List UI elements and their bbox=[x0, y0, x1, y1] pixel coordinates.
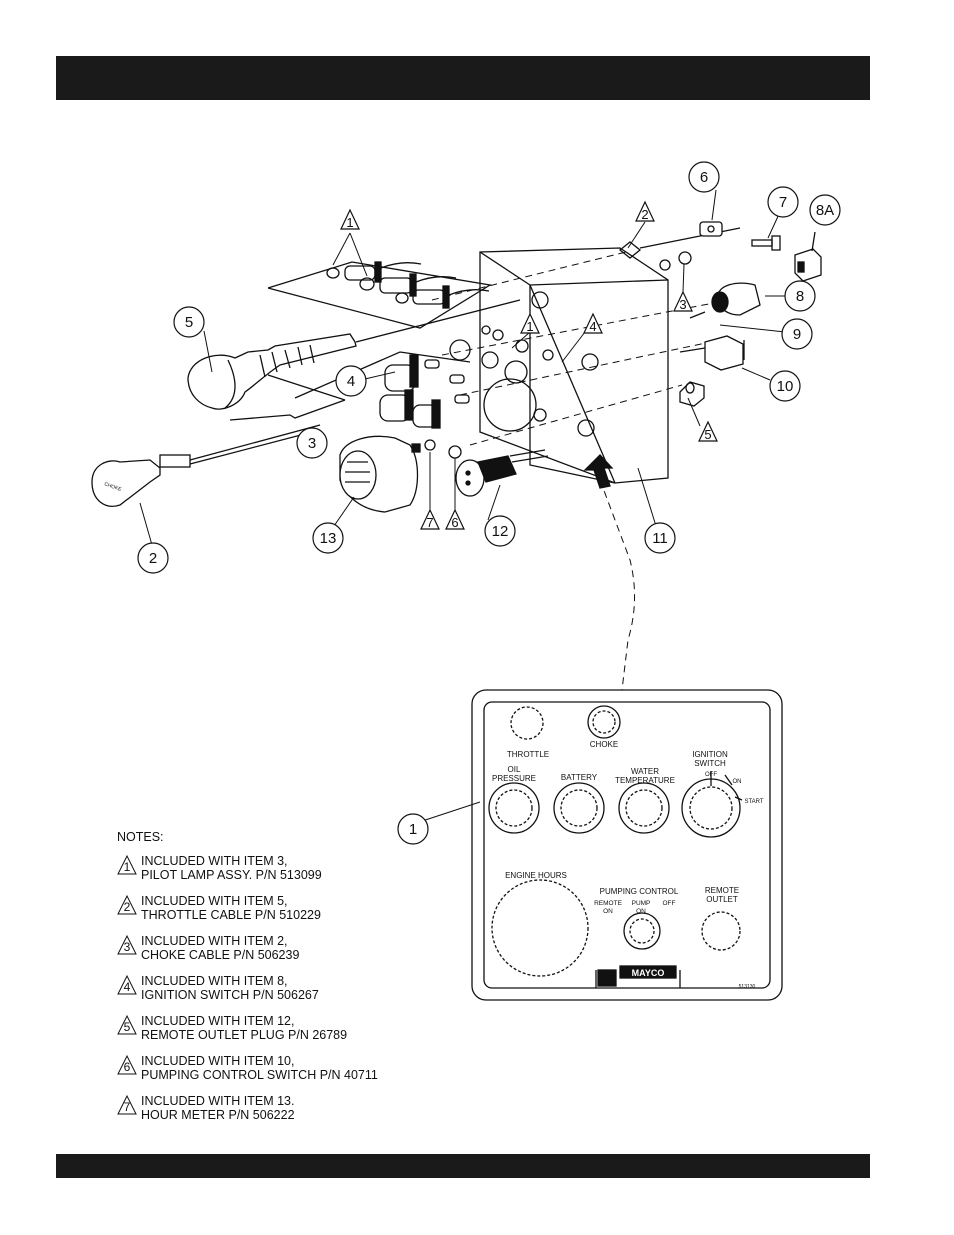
note-triangle-icon: 2 bbox=[117, 894, 137, 915]
panel-remote-on-1: REMOTE bbox=[594, 900, 622, 907]
callout-circle-3: 3 bbox=[308, 435, 316, 452]
callout-circle-2: 2 bbox=[149, 550, 157, 567]
note-triangle-icon: 4 bbox=[117, 974, 137, 995]
callout-tri-1b: 1 bbox=[526, 319, 533, 334]
panel-oil-label-1: OIL bbox=[508, 765, 521, 774]
note-item: 5 INCLUDED WITH ITEM 12, REMOTE OUTLET P… bbox=[117, 1014, 417, 1042]
callout-circle-5: 5 bbox=[185, 314, 193, 331]
note-line1: INCLUDED WITH ITEM 2, bbox=[141, 934, 288, 948]
callout-circle-6: 6 bbox=[700, 169, 708, 186]
panel-start-label: START bbox=[744, 799, 763, 805]
notes-section: NOTES: 1 INCLUDED WITH ITEM 3, PILOT LAM… bbox=[117, 830, 417, 1134]
callout-tri-3a: 3 bbox=[679, 297, 686, 312]
panel-ignition-label-2: SWITCH bbox=[694, 759, 726, 768]
panel-throttle-label: THROTTLE bbox=[507, 750, 549, 759]
note-line1: INCLUDED WITH ITEM 8, bbox=[141, 974, 288, 988]
header-bar bbox=[56, 56, 870, 100]
callout-circle-10: 10 bbox=[777, 378, 794, 395]
callout-tri-2a: 2 bbox=[641, 207, 648, 222]
note-number: 3 bbox=[123, 940, 131, 954]
ignition-switch bbox=[689, 282, 761, 319]
callout-tri-6a: 6 bbox=[451, 515, 458, 530]
callout-circle-8: 8 bbox=[796, 288, 804, 305]
note-number: 1 bbox=[123, 860, 131, 874]
note-number: 5 bbox=[123, 1020, 131, 1034]
note-line1: INCLUDED WITH ITEM 5, bbox=[141, 894, 288, 908]
panel-pump-on-1: PUMP bbox=[632, 900, 651, 907]
note-line2: PUMPING CONTROL SWITCH P/N 40711 bbox=[141, 1068, 378, 1082]
hour-meter bbox=[339, 435, 462, 513]
panel-pumping-label: PUMPING CONTROL bbox=[600, 887, 679, 896]
callout-tri-4a: 4 bbox=[589, 319, 596, 334]
panel-pump-off: OFF bbox=[663, 900, 676, 907]
callout-circle-1: 1 bbox=[409, 821, 417, 838]
note-triangle-icon: 6 bbox=[117, 1054, 137, 1075]
panel-pump-on-2: ON bbox=[636, 908, 646, 915]
note-line2: THROTTLE CABLE P/N 510229 bbox=[141, 908, 321, 922]
panel-remote-outlet-1: REMOTE bbox=[705, 886, 739, 895]
panel-oil-label-2: PRESSURE bbox=[492, 774, 536, 783]
note-item: 3 INCLUDED WITH ITEM 2, CHOKE CABLE P/N … bbox=[117, 934, 417, 962]
callout-tri-5a: 5 bbox=[704, 427, 711, 442]
note-item: 7 INCLUDED WITH ITEM 13. HOUR METER P/N … bbox=[117, 1094, 417, 1122]
note-line1: INCLUDED WITH ITEM 10, bbox=[141, 1054, 295, 1068]
remote-outlet bbox=[455, 449, 549, 497]
note-line2: REMOTE OUTLET PLUG P/N 26789 bbox=[141, 1028, 348, 1042]
throttle-cable bbox=[187, 299, 521, 421]
note-line1: INCLUDED WITH ITEM 13. bbox=[141, 1094, 295, 1108]
panel-battery-label: BATTERY bbox=[561, 773, 598, 782]
choke-knob-text: CHOKE bbox=[103, 481, 122, 493]
panel-choke-label: CHOKE bbox=[590, 740, 618, 749]
panel-ignition-label-1: IGNITION bbox=[692, 750, 728, 759]
note-line1: INCLUDED WITH ITEM 12, bbox=[141, 1014, 295, 1028]
callout-circle-13: 13 bbox=[320, 530, 337, 547]
note-triangle-icon: 3 bbox=[117, 934, 137, 955]
note-number: 6 bbox=[123, 1060, 131, 1074]
note-item: 4 INCLUDED WITH ITEM 8, IGNITION SWITCH … bbox=[117, 974, 417, 1002]
panel-engine-hours-label: ENGINE HOURS bbox=[505, 871, 567, 880]
choke-cable bbox=[91, 424, 321, 507]
note-line2: HOUR METER P/N 506222 bbox=[141, 1108, 295, 1122]
notes-title: NOTES: bbox=[117, 830, 164, 844]
callout-circle-4: 4 bbox=[347, 373, 355, 390]
control-block bbox=[449, 247, 669, 484]
note-number: 4 bbox=[123, 980, 131, 994]
panel-remote-outlet-2: OUTLET bbox=[706, 895, 738, 904]
callout-tri-7a: 7 bbox=[426, 515, 433, 530]
panel-water-label-1: WATER bbox=[631, 767, 659, 776]
note-item: 1 INCLUDED WITH ITEM 3, PILOT LAMP ASSY.… bbox=[117, 854, 417, 882]
note-item: 6 INCLUDED WITH ITEM 10, PUMPING CONTROL… bbox=[117, 1054, 417, 1082]
panel-water-label-2: TEMPERATURE bbox=[615, 776, 675, 785]
note-line2: IGNITION SWITCH P/N 506267 bbox=[141, 988, 319, 1002]
panel-remote-on-2: ON bbox=[603, 908, 613, 915]
note-triangle-icon: 1 bbox=[117, 854, 137, 875]
note-line2: PILOT LAMP ASSY. P/N 513099 bbox=[141, 868, 322, 882]
callout-circle-12: 12 bbox=[492, 523, 509, 540]
pilot-lamps bbox=[267, 261, 492, 329]
footer-bar bbox=[56, 1154, 870, 1178]
panel-brand: MAYCO bbox=[632, 968, 665, 978]
note-number: 2 bbox=[123, 900, 131, 914]
panel-on-label: ON bbox=[733, 779, 742, 785]
note-triangle-icon: 5 bbox=[117, 1014, 137, 1035]
note-line1: INCLUDED WITH ITEM 3, bbox=[141, 854, 288, 868]
note-line2: CHOKE CABLE P/N 506239 bbox=[141, 948, 300, 962]
callout-tri-1a: 1 bbox=[346, 215, 353, 230]
callout-circle-11: 11 bbox=[652, 530, 668, 547]
note-number: 7 bbox=[123, 1100, 131, 1114]
right-fasteners bbox=[618, 221, 822, 282]
control-panel-decal bbox=[471, 689, 783, 1001]
lamp-sockets bbox=[294, 351, 471, 429]
panel-off-label: OFF bbox=[705, 772, 717, 778]
pump-switch bbox=[679, 335, 745, 407]
note-triangle-icon: 7 bbox=[117, 1094, 137, 1115]
callout-circle-8a: 8A bbox=[816, 202, 834, 219]
callout-circle-9: 9 bbox=[793, 326, 801, 343]
callout-circle-7: 7 bbox=[779, 194, 787, 211]
note-item: 2 INCLUDED WITH ITEM 5, THROTTLE CABLE P… bbox=[117, 894, 417, 922]
panel-part-no: 513130 bbox=[739, 984, 756, 990]
